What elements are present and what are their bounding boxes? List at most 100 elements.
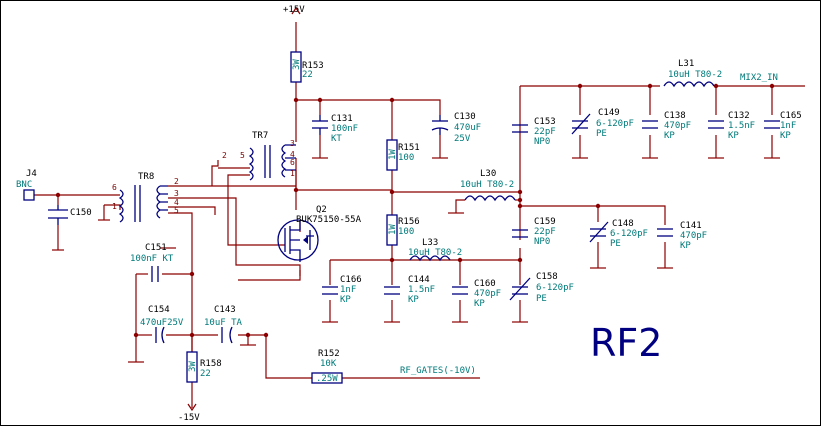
r153-ref: R153: [302, 61, 324, 71]
capacitor-c144: C144 1.5nF KP: [384, 275, 435, 305]
connector-j4: J4 BNC: [16, 169, 37, 201]
capacitor-c166: C166 1nF KP: [322, 275, 362, 305]
tr8-pin: 6: [112, 183, 117, 192]
capacitor-c154: C154 470uF25V: [140, 305, 184, 344]
capacitor-c150: C150: [48, 205, 92, 225]
q2-ref: Q2: [316, 205, 327, 215]
net-label-minus15v: -15V: [178, 413, 200, 423]
c166-ref: C166: [340, 275, 362, 285]
l31-ref: L31: [678, 59, 694, 69]
r151-value: 100: [398, 153, 414, 163]
junctions: [55, 83, 775, 338]
c130-value: 470uF: [454, 123, 481, 133]
c132-value: 1.5nF: [728, 121, 755, 131]
net-label-plus15v: +15V: [283, 5, 305, 15]
j4-value: BNC: [16, 180, 32, 190]
mosfet-q2: Q2 BUK75150-55A: [277, 205, 362, 262]
c158-value: 6-120pF: [536, 283, 574, 293]
power-symbols: +15V -15V: [178, 5, 305, 423]
resistor-r158: 3W R158 22: [186, 351, 222, 383]
tr7-ref: TR7: [252, 131, 268, 141]
c165-ref: C165: [780, 111, 802, 121]
inductor-l30: L30 10uH T80-2: [460, 169, 516, 202]
c141-value: 470pF: [680, 231, 707, 241]
c149-value: 6-120pF: [596, 119, 634, 129]
c148-value: 6-120pF: [610, 229, 648, 239]
c138-ref: C138: [664, 111, 686, 121]
tr7-pin: 2: [222, 151, 227, 160]
tr7-pin: 3: [290, 139, 295, 148]
r152-ref: R152: [318, 349, 340, 359]
resistor-r151: 1W R151 100: [386, 139, 420, 171]
r151-ref: R151: [398, 143, 420, 153]
l33-ref: L33: [422, 238, 438, 248]
transformer-tr7: TR7 2 5 3 4 6 1: [222, 131, 296, 181]
c154-value: 470uF25V: [140, 318, 184, 328]
c138-type: KP: [664, 131, 675, 141]
capacitor-c158: C158 6-120pF PE: [509, 272, 574, 304]
capacitor-c132: C132 1.5nF KP: [708, 111, 755, 141]
r153-value: 22: [302, 70, 313, 80]
capacitor-c153: C153 22pF NP0: [512, 117, 556, 147]
c158-type: PE: [536, 294, 547, 304]
r152-body: .25W: [316, 374, 338, 384]
transformer-tr8: TR8 6 1 2 3 4 5: [112, 172, 179, 223]
ground-symbols: [52, 157, 780, 363]
l30-ref: L30: [480, 169, 496, 179]
tr8-pin: 2: [174, 177, 179, 186]
capacitor-c143: C143 10uF TA: [204, 305, 243, 344]
capacitor-c131: C131 100nF KT: [312, 114, 358, 144]
inductor-l33: L33 10uH T80-2: [408, 238, 462, 262]
r156-body: 1W: [388, 224, 398, 235]
q2-value: BUK75150-55A: [296, 215, 362, 225]
c158-ref: C158: [536, 272, 558, 282]
c131-value: 100nF: [331, 124, 358, 134]
capacitor-c138: C138 470pF KP: [642, 111, 691, 141]
r152-value: 10K: [320, 359, 337, 369]
wires: [34, 22, 805, 408]
c153-type: NP0: [534, 137, 550, 147]
c148-ref: C148: [612, 219, 634, 229]
c144-value: 1.5nF: [408, 285, 435, 295]
c159-type: NP0: [534, 237, 550, 247]
resistor-r153: 3W R153 22: [290, 51, 324, 83]
c151-ref: C151: [145, 243, 167, 253]
c141-type: KP: [680, 241, 691, 251]
resistor-r156: 1W R156 100: [386, 214, 420, 246]
tr8-pin: 4: [174, 198, 179, 207]
resistor-r152: .25W R152 10K RF_GATES(-10V): [311, 349, 476, 384]
net-label-mix2: MIX2_IN: [740, 73, 778, 83]
c159-ref: C159: [534, 217, 556, 227]
c154-ref: C154: [148, 305, 170, 315]
c151-value: 100nF KT: [130, 254, 174, 264]
capacitor-c149: C149 6-120pF PE: [571, 108, 634, 139]
r151-body: 1W: [388, 149, 398, 160]
l30-value: 10uH T80-2: [460, 180, 514, 190]
r158-ref: R158: [200, 359, 222, 369]
c141-ref: C141: [680, 221, 702, 231]
c130-ref: C130: [454, 112, 476, 122]
c131-ref: C131: [331, 114, 353, 124]
c160-ref: C160: [474, 279, 496, 289]
c160-value: 470pF: [474, 289, 501, 299]
capacitor-c160: C160 470pF KP: [452, 279, 501, 309]
c160-type: KP: [474, 299, 485, 309]
tr8-pin: 3: [174, 189, 179, 198]
r158-value: 22: [200, 369, 211, 379]
net-label-rf-gates: RF_GATES(-10V): [400, 366, 476, 376]
r156-value: 100: [398, 227, 414, 237]
c149-type: PE: [596, 129, 607, 139]
c132-type: KP: [728, 131, 739, 141]
r156-ref: R156: [398, 217, 420, 227]
r153-body: 3W: [292, 59, 302, 70]
tr7-pin: 5: [240, 151, 245, 160]
tr8-ref: TR8: [138, 172, 154, 182]
capacitor-c165: C165 1nF KP: [764, 111, 802, 141]
tr8-pin: 5: [174, 206, 179, 215]
j4-ref: J4: [26, 169, 37, 179]
l33-value: 10uH T80-2: [408, 248, 462, 258]
c165-value: 1nF: [780, 121, 796, 131]
c153-value: 22pF: [534, 127, 556, 137]
c132-ref: C132: [728, 111, 750, 121]
